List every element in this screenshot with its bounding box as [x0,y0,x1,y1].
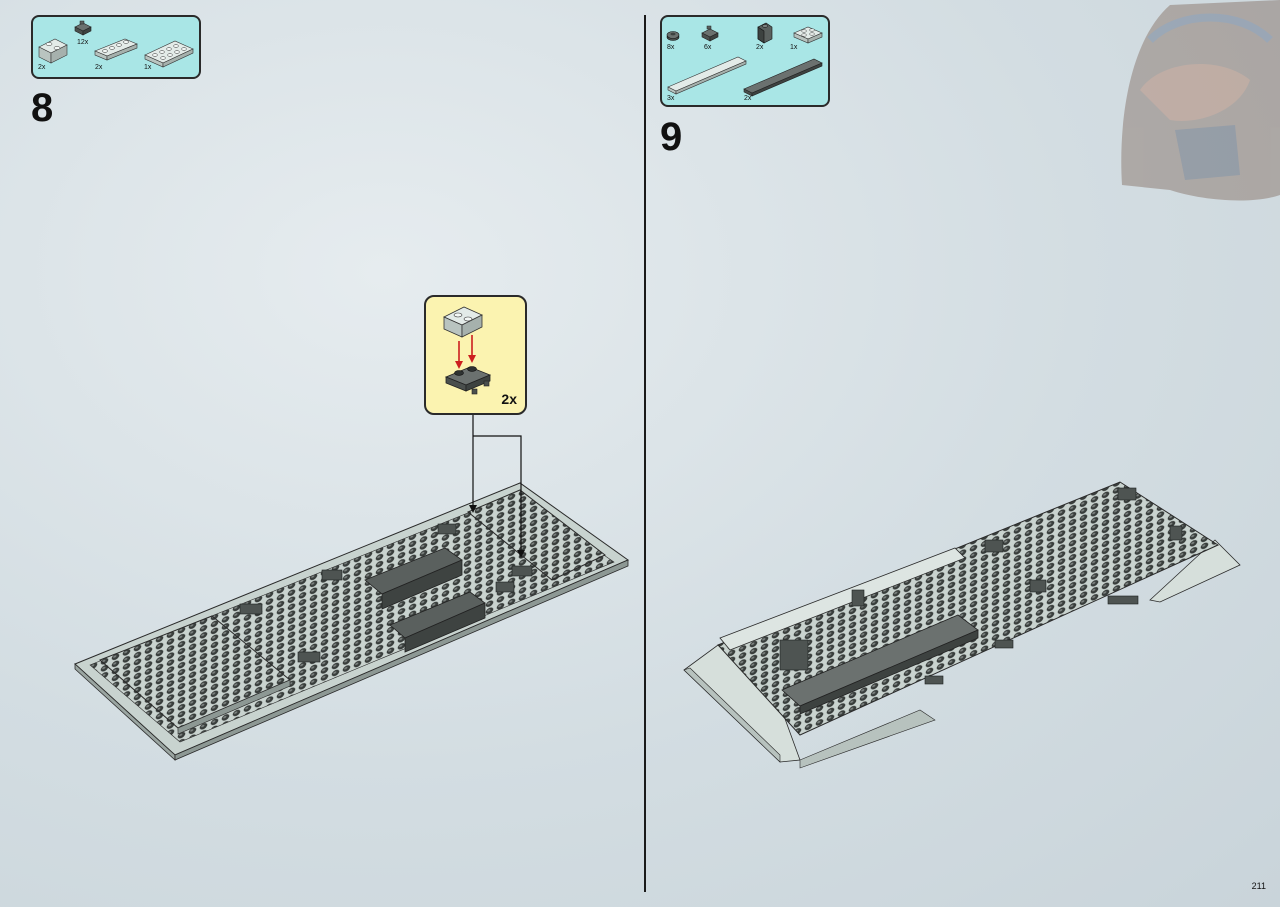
callout-qty: 2x [501,391,517,407]
sub-assembly-callout: 2x [424,295,527,415]
parts-illustrations [666,22,823,97]
part-qty: 2x [95,64,103,71]
step-number: 8 [31,86,54,130]
plate-1x4-light-gray-icon [94,38,138,61]
part-qty: 1x [790,44,798,51]
clip-plate-dark-gray-icon [74,20,92,36]
brick-1x2-light-gray-icon [38,38,68,64]
part-qty: 12x [77,39,89,46]
parts-list-step-8: 2x 12x 2x 1x [31,15,201,79]
plate-2x4-light-gray-icon [144,40,194,68]
parts-illustrations [38,20,194,68]
brick-1x2-light-gray-icon [443,306,483,338]
part-qty: 3x [667,95,675,102]
part-qty: 2x [744,95,752,102]
clip-plate-dark-gray-icon [444,366,492,395]
tile-dark-gray-long-icon [743,58,823,97]
plate-2x2-light-gray-icon [793,26,823,44]
page-number: 211 [1251,881,1266,891]
part-qty: 6x [704,44,712,51]
tile-light-gray-long-icon [667,56,747,95]
step-8-model-illustration [74,412,630,761]
round-plate-dark-gray-icon [666,31,680,41]
part-qty: 8x [667,44,675,51]
sub-assembly-illustration [443,306,492,395]
red-arrow-icon [455,335,476,369]
step-number: 9 [660,115,683,159]
clip-plate-dark-gray-icon [701,25,719,42]
page-divider [644,15,646,892]
part-qty: 2x [756,44,764,51]
part-qty: 1x [144,64,152,71]
parts-list-step-9: 8x 6x 2x 1x 3x 2x [660,15,830,107]
part-qty: 2x [38,64,46,71]
slope-dark-gray-icon [757,22,773,44]
